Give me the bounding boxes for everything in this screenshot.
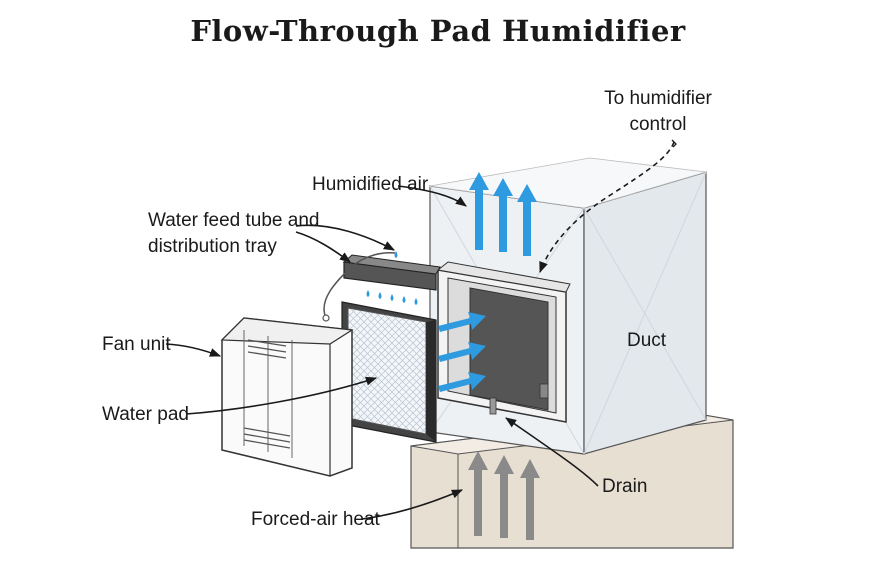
humidified-air-arrow <box>438 312 486 332</box>
humidifier-housing <box>436 261 571 423</box>
leader-lines <box>165 139 677 520</box>
forced-air-arrow <box>494 455 514 538</box>
label-humidifier-control-line2: control <box>629 114 686 135</box>
forced-air-arrow <box>520 459 540 540</box>
label-water-pad: Water pad <box>102 404 189 425</box>
label-drain: Drain <box>602 476 647 497</box>
label-fan-unit: Fan unit <box>102 334 171 355</box>
forced-air-arrow <box>468 451 488 536</box>
humidified-air-arrows <box>438 172 537 392</box>
water-drops <box>366 251 418 305</box>
label-duct: Duct <box>627 330 667 351</box>
humidified-air-arrow <box>517 184 537 256</box>
fan-unit <box>220 317 354 477</box>
water-pad <box>341 301 437 443</box>
humidified-air-arrow <box>469 172 489 250</box>
label-humidifier-control-line1: To humidifier <box>604 88 712 109</box>
diagram-title: Flow-Through Pad Humidifier <box>190 14 686 48</box>
label-water-feed-line2: distribution tray <box>148 236 277 257</box>
labels: To humidifier control Humidified air Wat… <box>102 88 713 530</box>
forced-air-arrows <box>468 451 540 540</box>
label-humidified-air: Humidified air <box>312 174 429 195</box>
label-water-feed-line1: Water feed tube and <box>148 210 319 231</box>
humidified-air-arrow <box>438 342 486 362</box>
label-forced-air-heat: Forced-air heat <box>251 509 381 530</box>
distribution-tray <box>322 252 441 322</box>
humidified-air-arrow <box>438 372 486 392</box>
humidified-air-arrow <box>493 178 513 252</box>
